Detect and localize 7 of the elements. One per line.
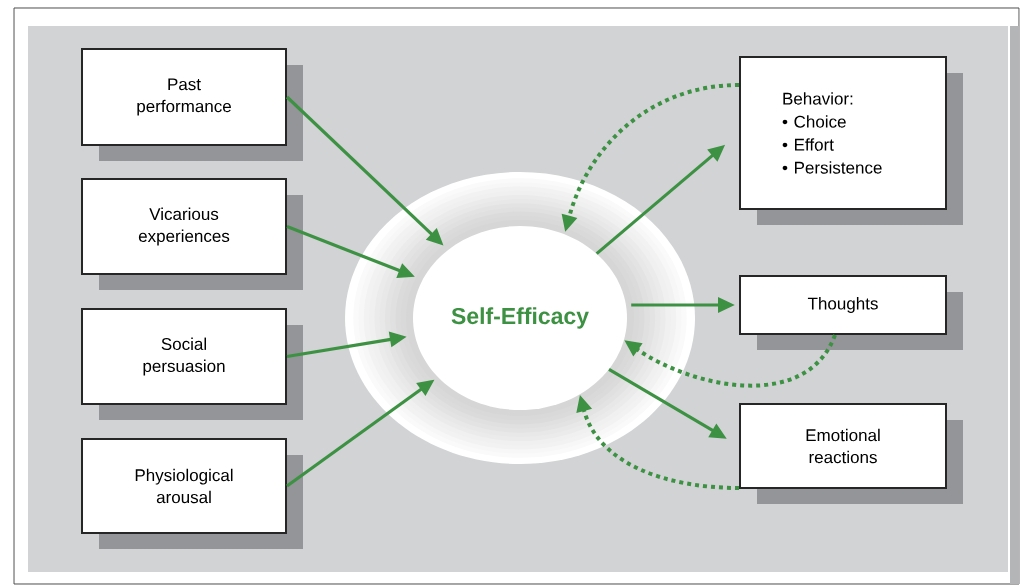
text-box: Behavior: • Choice • Effort • Persistence [739,56,963,225]
text-box: Physiological arousal [81,438,303,549]
text-box: Past performance [81,48,303,161]
text-box: Social persuasion [81,308,303,420]
text-box: Thoughts [739,275,963,350]
text-box: Vicarious experiences [81,178,303,290]
text-box: Emotional reactions [739,403,963,504]
